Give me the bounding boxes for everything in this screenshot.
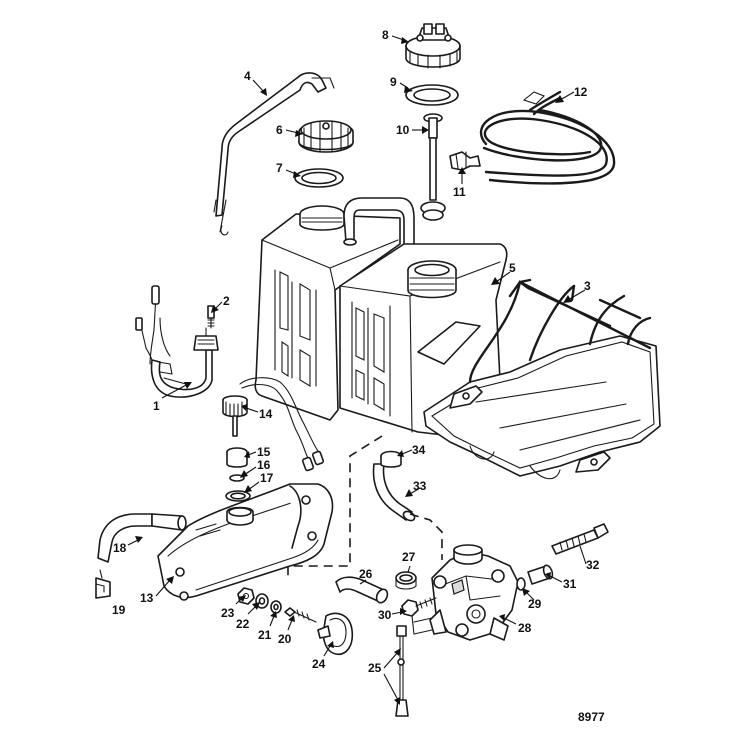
callout-4: 4 — [244, 69, 251, 83]
callout-7: 7 — [276, 161, 283, 175]
part-11-fitting — [449, 151, 481, 171]
callout-8: 8 — [382, 28, 389, 42]
callout-6: 6 — [276, 123, 283, 137]
callout-33: 33 — [413, 479, 427, 493]
callout-labels: 1 2 3 4 5 6 7 8 9 10 11 12 13 14 15 16 1… — [112, 28, 605, 724]
part-27-clip — [395, 571, 417, 590]
part-23-nut — [237, 587, 255, 605]
callout-31: 31 — [563, 577, 577, 591]
part-3-tray — [423, 278, 661, 480]
part-10-pickup-tube — [420, 113, 446, 221]
part-34-clamp — [380, 450, 402, 468]
routing-line — [287, 435, 383, 580]
part-26-hose — [335, 576, 389, 604]
callout-19: 19 — [112, 603, 126, 617]
part-8-sender-cap — [405, 23, 461, 69]
callout-1: 1 — [153, 399, 160, 413]
part-13-reservoir — [157, 483, 334, 601]
part-9-gasket — [405, 84, 459, 106]
callout-2: 2 — [223, 294, 230, 308]
part-18-hose — [97, 513, 187, 563]
part-32-shaft — [551, 523, 609, 555]
part-6-fuel-cap — [298, 120, 354, 153]
part-19-connector — [95, 569, 111, 599]
callout-3: 3 — [584, 279, 591, 293]
part-12-coiled-hose — [479, 90, 616, 185]
callout-34: 34 — [412, 443, 426, 457]
figure-number: 8977 — [578, 710, 605, 724]
callout-25: 25 — [368, 661, 382, 675]
callout-20: 20 — [278, 632, 292, 646]
part-17-gasket — [225, 490, 251, 502]
callout-9: 9 — [390, 75, 397, 89]
part-24-clamp — [317, 612, 354, 655]
part-7-gasket — [294, 168, 344, 188]
callout-32: 32 — [586, 558, 600, 572]
callout-11: 11 — [453, 185, 466, 199]
part-15-bushing — [226, 447, 248, 468]
callout-21: 21 — [258, 628, 272, 642]
part-29-oring — [516, 577, 526, 591]
callout-10: 10 — [396, 123, 410, 137]
callout-14: 14 — [259, 407, 273, 421]
callout-15: 15 — [257, 445, 271, 459]
callout-30: 30 — [378, 608, 392, 622]
callout-26: 26 — [359, 567, 373, 581]
callout-28: 28 — [518, 621, 532, 635]
callout-5: 5 — [509, 261, 516, 275]
part-14-sender — [222, 377, 325, 472]
part-21-washer — [270, 600, 282, 614]
routing-line — [409, 513, 443, 560]
part-1-harness — [135, 285, 219, 398]
callout-22: 22 — [236, 617, 250, 631]
callout-24: 24 — [312, 657, 326, 671]
part-28-oil-pump — [411, 544, 519, 641]
part-30-bolt — [401, 597, 437, 617]
leader-lines — [127, 35, 587, 705]
callout-17: 17 — [260, 471, 274, 485]
callout-23: 23 — [221, 606, 235, 620]
part-20-bolt — [284, 607, 317, 623]
part-16-washer — [229, 474, 245, 482]
callout-16: 16 — [257, 458, 271, 472]
part-4-strap — [213, 72, 335, 236]
callout-18: 18 — [113, 541, 127, 555]
callout-27: 27 — [402, 550, 416, 564]
callout-29: 29 — [528, 597, 542, 611]
callout-12: 12 — [574, 85, 588, 99]
callout-13: 13 — [140, 591, 154, 605]
